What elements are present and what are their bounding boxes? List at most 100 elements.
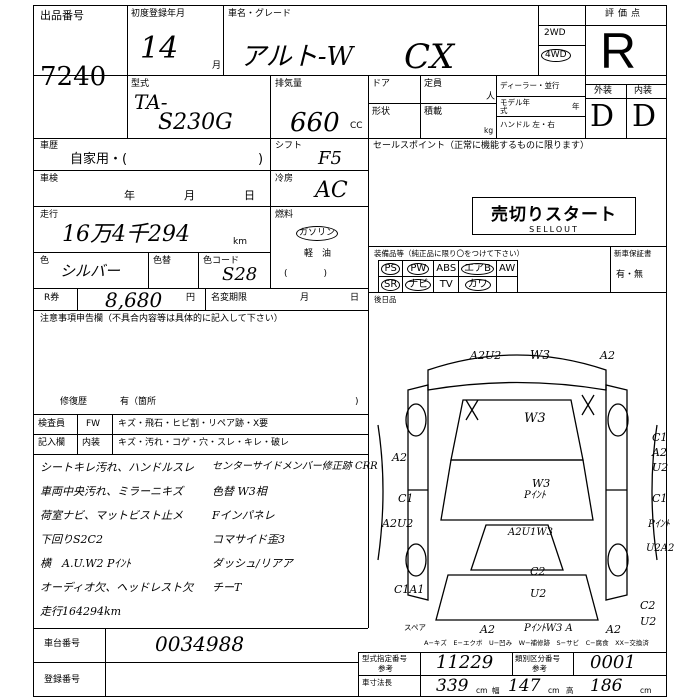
- equip-leather: カワ: [458, 276, 498, 293]
- side-left: [377, 424, 384, 561]
- ac-label: 冷房: [275, 174, 294, 184]
- equip-leather-label: カワ: [464, 278, 491, 291]
- mark-right-a2: A2: [652, 446, 667, 459]
- sellout-stamp-main: 売切りスタート: [491, 205, 617, 225]
- mark-left-c1: C1: [398, 492, 414, 505]
- type-code: S230G: [158, 110, 233, 135]
- note-right-5: ダッシュ/リアア: [212, 557, 293, 570]
- mark-left-a2: A2: [392, 451, 407, 464]
- equip-sr-label: SR: [381, 278, 401, 291]
- note-left-6: オーディオ欠、ヘッドレスト欠: [40, 581, 194, 594]
- note-right-4: コマサイド歪3: [212, 533, 285, 546]
- note-right-6: チーT: [212, 581, 242, 594]
- width-value: 147: [508, 676, 541, 696]
- car-hood: [440, 459, 594, 521]
- color-label: 色: [40, 256, 50, 266]
- sellout-stamp-sub: SELLOUT: [529, 225, 579, 234]
- inspector-label-1: 検査員: [38, 419, 66, 429]
- color-change-label: 色替: [153, 256, 172, 266]
- car-cabin: [470, 524, 564, 571]
- fw-label: FW: [86, 419, 101, 429]
- name-change-day: 日: [350, 293, 360, 303]
- cc-unit: CC: [350, 121, 363, 131]
- wheel-rear-left: [405, 543, 427, 577]
- equip-ps: PS: [377, 260, 404, 277]
- notes-left: シートキレ汚れ、ハンドルスレ 車両中央汚れ、ミラーニキズ 荷室ナビ、マットビスト…: [40, 462, 210, 630]
- model-grade: CX: [404, 37, 455, 77]
- fuel-light-oil: 軽 油: [304, 249, 332, 259]
- year-unit: 年: [572, 102, 580, 111]
- shift-value: F5: [318, 148, 342, 169]
- load-label: 積載: [424, 107, 443, 117]
- mileage-label: 走行: [40, 210, 59, 220]
- equip-pw-label: PW: [407, 262, 430, 275]
- note-left-1: シートキレ汚れ、ハンドルスレ: [40, 461, 195, 474]
- warranty-label: 新車保証書: [614, 249, 652, 258]
- fw-items: キズ・飛石・ヒビ割・リペア跡・X要: [118, 419, 269, 429]
- recycle-value: 8,680: [105, 288, 163, 312]
- wheel-rear-right: [607, 543, 629, 577]
- name-change-month: 月: [300, 293, 310, 303]
- dealer-label: ディーラー・並行: [500, 81, 560, 90]
- note-left-5: 横 A.U.W2 Pｲﾝﾄ: [40, 557, 131, 570]
- mark-bottom-a2: A2: [480, 623, 495, 636]
- displacement-label: 排気量: [275, 79, 303, 89]
- width-label: 幅: [492, 686, 500, 695]
- note-right-1: センターサイドメンバー修正跡 CRR: [212, 461, 378, 472]
- exchange-mark-left: [465, 399, 479, 421]
- note-right-2: 色替 W3相: [212, 485, 267, 498]
- mark-top-a2u2: A2U2: [470, 349, 502, 362]
- spare-label: スペア: [404, 623, 426, 632]
- lot-label: 出品番号: [40, 9, 84, 22]
- color-code-value: S28: [222, 264, 258, 285]
- inspector-label-2: 記入欄: [38, 438, 66, 448]
- sheet-frame: [33, 5, 667, 697]
- car-top-outline: [427, 354, 607, 391]
- score-label: 評価点: [605, 9, 645, 19]
- drive-4wd-circled: 4WD: [541, 49, 571, 62]
- type-label: 型式: [131, 79, 150, 89]
- fuel-label: 燃料: [275, 210, 294, 220]
- category-label: 類別区分番号: [515, 654, 560, 663]
- history-label: 車歴: [40, 141, 59, 151]
- note-left-7: 走行164294km: [40, 605, 122, 618]
- exterior-grade: D: [590, 99, 615, 134]
- wheel-front-left: [405, 403, 427, 437]
- person-unit: 人: [486, 92, 496, 102]
- height-value: 186: [590, 676, 623, 696]
- equip-abs-label: ABS: [436, 263, 457, 274]
- side-right: [651, 424, 658, 561]
- type-designation-value: 11229: [436, 652, 494, 673]
- history-value: 自家用・(: [70, 152, 128, 167]
- displacement-value: 660: [290, 108, 340, 138]
- mark-roof-w3: W3: [524, 411, 546, 426]
- name-change-label: 名変期限: [211, 293, 248, 303]
- lot-number: 7240: [40, 62, 107, 92]
- equip-abs: ABS: [433, 260, 460, 277]
- inspection-year: 年: [124, 189, 135, 202]
- height-unit: cm: [640, 686, 652, 695]
- equipment-table: PS PW ABS エアB AW SR ナビ TV カワ: [377, 260, 519, 293]
- repair-value: 有（箇所: [120, 397, 157, 407]
- first-registration-label: 初度登録年月: [131, 9, 186, 19]
- recycle-label: R券: [44, 293, 60, 303]
- fuel-gasoline-circled: ガソリン: [296, 226, 339, 241]
- equip-ps-label: PS: [381, 262, 400, 275]
- mark-right-c2: C2: [640, 599, 656, 612]
- mark-left-a2u2: A2U2: [382, 517, 414, 530]
- exchange-mark-right: [581, 394, 595, 416]
- mark-left-c1a1: C1A1: [394, 583, 425, 596]
- chassis-label: 車台番号: [44, 639, 81, 649]
- car-body-right: [605, 384, 628, 601]
- interior-check-items: キズ・汚れ・コゲ・穴・スレ・キレ・破レ: [118, 438, 290, 448]
- yen-unit: 円: [186, 293, 196, 303]
- handle-label: ハンドル 左・右: [500, 120, 555, 129]
- mark-center-u2: U2: [530, 587, 547, 600]
- sales-point-label: セールスポイント（正常に機能するものに限ります）: [373, 141, 590, 151]
- fuel-gasoline: ガソリン: [296, 226, 339, 241]
- equip-airbag: エアB: [458, 260, 498, 277]
- height-label: 高: [566, 686, 574, 695]
- equip-sr: SR: [377, 276, 404, 293]
- ac-value: AC: [315, 178, 348, 203]
